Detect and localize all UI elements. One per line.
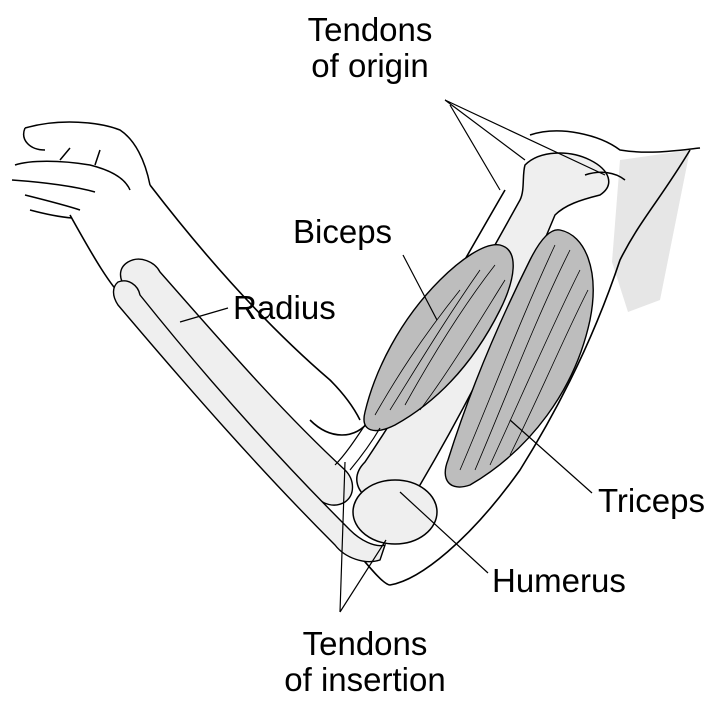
- label-biceps: Biceps: [293, 214, 392, 250]
- label-tendons-of-insertion-line1: Tendons: [265, 626, 465, 662]
- label-triceps: Triceps: [598, 483, 705, 519]
- label-tendons-of-insertion-line2: of insertion: [265, 662, 465, 698]
- label-humerus: Humerus: [492, 563, 626, 599]
- label-tendons-of-origin: Tendons of origin: [295, 12, 445, 84]
- label-tendons-of-insertion: Tendons of insertion: [265, 626, 465, 698]
- humerus-condyle: [353, 480, 437, 544]
- label-radius: Radius: [233, 290, 336, 326]
- pointer-triceps: [510, 420, 592, 493]
- label-tendons-of-origin-line2: of origin: [295, 48, 445, 84]
- label-tendons-of-origin-line1: Tendons: [295, 12, 445, 48]
- hand-outline: [12, 122, 150, 218]
- shoulder-shading: [612, 150, 690, 312]
